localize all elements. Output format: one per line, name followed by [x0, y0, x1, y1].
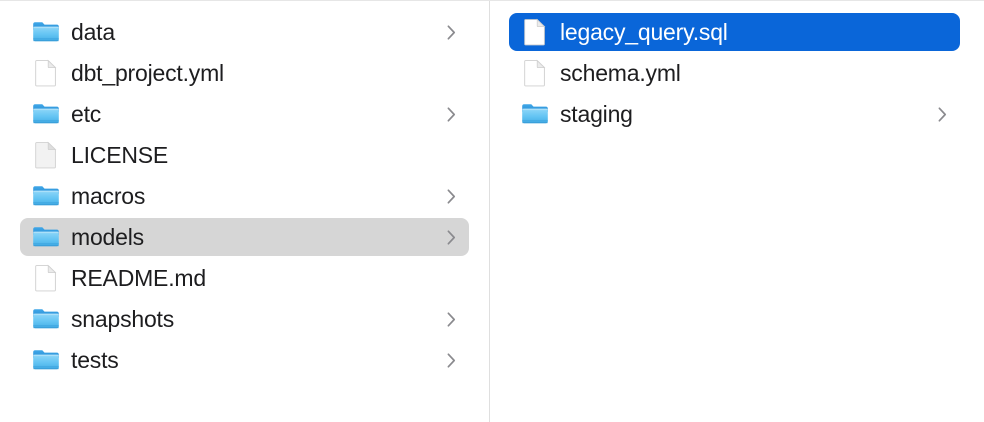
- item-label: data: [71, 19, 115, 45]
- file-row[interactable]: dbt_project.yml: [20, 54, 469, 92]
- chevron-right-icon[interactable]: [443, 185, 459, 207]
- document-icon: [521, 17, 549, 47]
- folder-icon: [521, 99, 549, 129]
- document-icon: [32, 58, 60, 88]
- item-label: README.md: [71, 265, 206, 291]
- folder-row[interactable]: snapshots: [20, 300, 469, 338]
- folder-icon: [32, 304, 60, 334]
- folder-row[interactable]: data: [20, 13, 469, 51]
- folder-icon: [32, 345, 60, 375]
- file-row[interactable]: schema.yml: [509, 54, 960, 92]
- chevron-right-icon[interactable]: [443, 21, 459, 43]
- chevron-right-icon[interactable]: [443, 349, 459, 371]
- item-label: staging: [560, 101, 633, 127]
- item-label: snapshots: [71, 306, 175, 332]
- item-label: etc: [71, 101, 102, 127]
- folder-row[interactable]: staging: [509, 95, 960, 133]
- item-label: tests: [71, 347, 119, 373]
- file-row[interactable]: README.md: [20, 259, 469, 297]
- folder-row[interactable]: models: [20, 218, 469, 256]
- chevron-right-icon[interactable]: [934, 103, 950, 125]
- chevron-right-icon[interactable]: [443, 226, 459, 248]
- folder-row[interactable]: macros: [20, 177, 469, 215]
- file-row[interactable]: LICENSE: [20, 136, 469, 174]
- folder-row[interactable]: etc: [20, 95, 469, 133]
- folder-icon: [32, 17, 60, 47]
- chevron-right-icon[interactable]: [443, 308, 459, 330]
- folder-icon: [32, 222, 60, 252]
- item-label: legacy_query.sql: [560, 19, 728, 45]
- item-label: models: [71, 224, 144, 250]
- plain-document-icon: [32, 140, 60, 170]
- file-row[interactable]: legacy_query.sql: [509, 13, 960, 51]
- folder-icon: [32, 181, 60, 211]
- folder-icon: [32, 99, 60, 129]
- item-label: LICENSE: [71, 142, 169, 168]
- item-label: schema.yml: [560, 60, 681, 86]
- document-icon: [32, 263, 60, 293]
- folder-row[interactable]: tests: [20, 341, 469, 379]
- chevron-right-icon[interactable]: [443, 103, 459, 125]
- document-icon: [521, 58, 549, 88]
- item-label: dbt_project.yml: [71, 60, 224, 86]
- item-label: macros: [71, 183, 146, 209]
- child-column[interactable]: legacy_query.sql schema.yml staging: [490, 1, 983, 422]
